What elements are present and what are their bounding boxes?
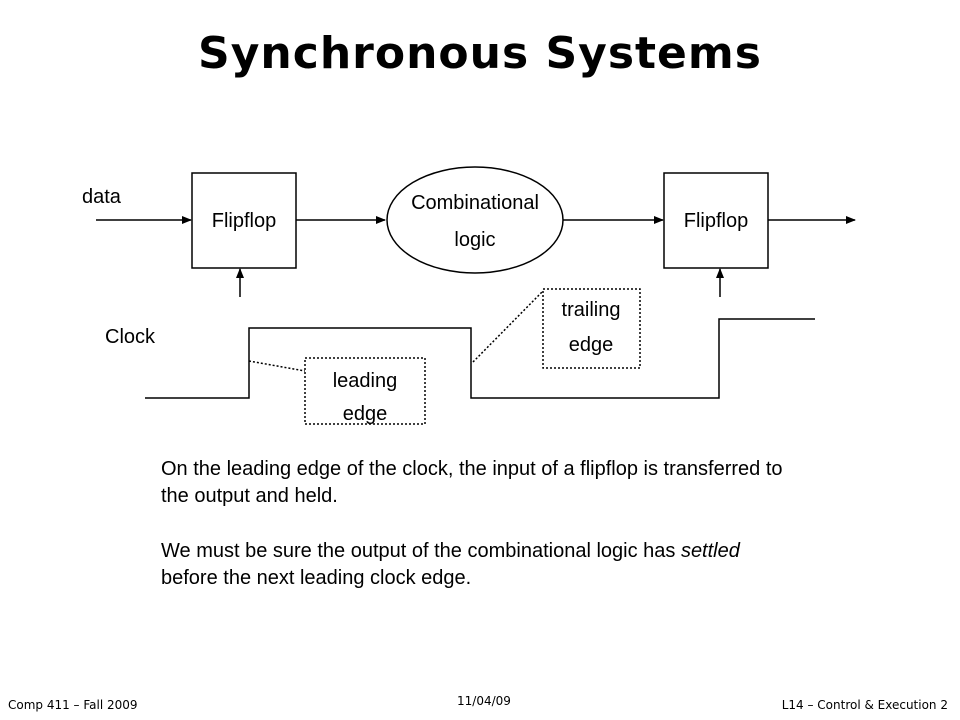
leading-edge-pointer: [248, 360, 306, 372]
trailing-edge-line1: trailing: [562, 299, 621, 321]
clock-label: Clock: [105, 326, 156, 348]
flipflop-left-box: [191, 172, 297, 269]
footer-lecture: L14 – Control & Execution 2: [781, 698, 948, 712]
slide-title: Synchronous Systems: [198, 28, 762, 79]
settled-emphasis: settled: [680, 540, 740, 562]
combinational-logic-ellipse: [386, 166, 564, 274]
trailing-edge-pointer: [472, 290, 544, 363]
leading-edge-explanation: On the leading edge of the clock, the in…: [161, 458, 783, 507]
settling-text-after: before the next leading clock edge.: [161, 567, 472, 589]
footer-course: Comp 411 – Fall 2009: [8, 698, 138, 712]
combinational-logic-line1: Combinational: [411, 192, 539, 214]
data-label: data: [82, 186, 122, 208]
footer-date: 11/04/09: [457, 694, 511, 708]
trailing-edge-callout-box: [542, 288, 641, 369]
settling-explanation: We must be sure the output of the combin…: [161, 538, 801, 592]
clock-waveform: [145, 318, 815, 399]
leading-edge-callout-box: [304, 357, 426, 425]
trailing-edge-line2: edge: [569, 334, 614, 356]
leading-edge-line2: edge: [343, 403, 388, 425]
flipflop-right-label: Flipflop: [684, 210, 748, 232]
flipflop-left-label: Flipflop: [212, 210, 276, 232]
combinational-logic-line2: logic: [454, 229, 495, 251]
leading-edge-line1: leading: [333, 370, 398, 392]
settling-text-before: We must be sure the output of the combin…: [161, 540, 681, 562]
